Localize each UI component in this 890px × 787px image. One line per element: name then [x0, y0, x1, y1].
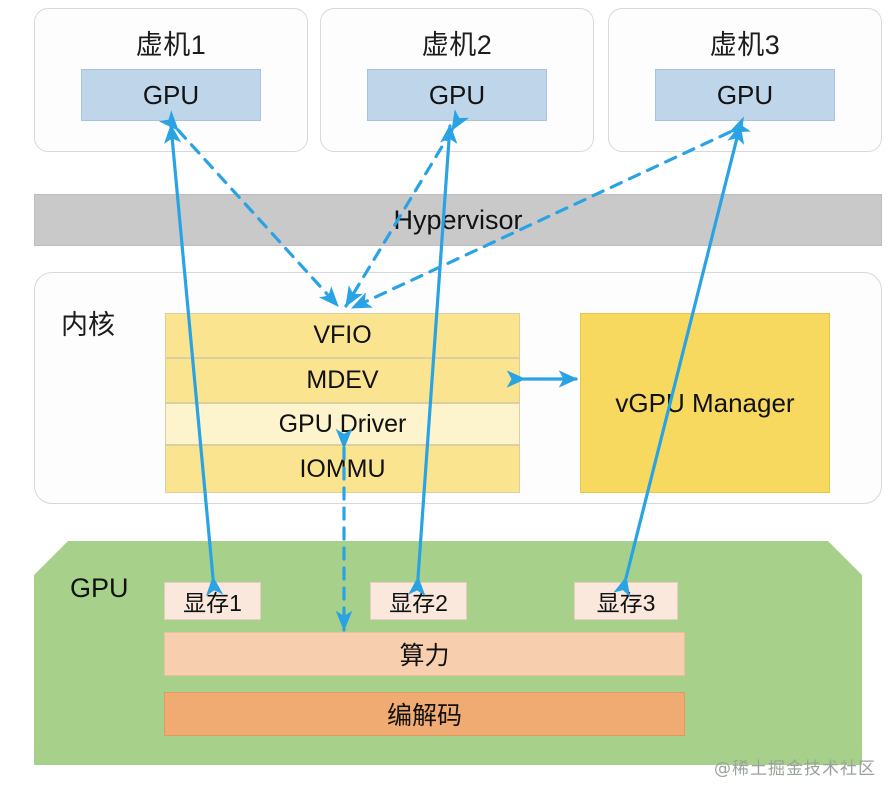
- watermark: @稀土掘金技术社区: [714, 759, 876, 779]
- vm-title-2: 虚机2: [421, 30, 493, 60]
- gpu-panel-label: GPU: [70, 573, 129, 603]
- vm-card-3: 虚机3 GPU: [608, 8, 882, 152]
- hypervisor-bar: Hypervisor: [34, 194, 882, 246]
- vm-title-3: 虚机3: [709, 30, 781, 60]
- kernel-stack-row-mdev: MDEV: [165, 358, 520, 403]
- vm-card-2: 虚机2 GPU: [320, 8, 594, 152]
- kernel-stack-row-iommu: IOMMU: [165, 445, 520, 493]
- kernel-stack-row-vfio: VFIO: [165, 313, 520, 358]
- vm-gpu-box-1: GPU: [81, 69, 261, 121]
- vm-gpu-box-2: GPU: [367, 69, 547, 121]
- compute-box: 算力: [164, 632, 685, 676]
- vm-gpu-box-3: GPU: [655, 69, 835, 121]
- vram-box-2: 显存2: [370, 582, 467, 620]
- vram-box-3: 显存3: [574, 582, 678, 620]
- vm-title-1: 虚机1: [135, 30, 207, 60]
- vram-box-1: 显存1: [164, 582, 261, 620]
- vm-card-1: 虚机1 GPU: [34, 8, 308, 152]
- kernel-stack-row-gpu-driver: GPU Driver: [165, 403, 520, 445]
- vgpu-manager-box: vGPU Manager: [580, 313, 830, 493]
- codec-box: 编解码: [164, 692, 685, 736]
- kernel-label: 内核: [61, 310, 115, 340]
